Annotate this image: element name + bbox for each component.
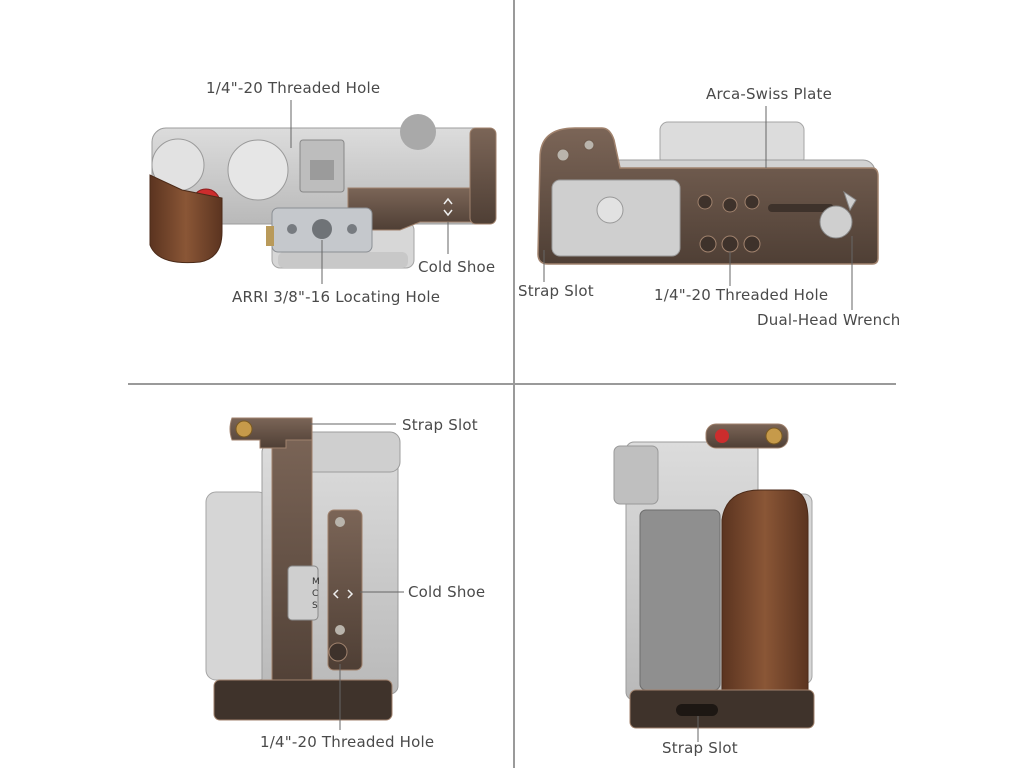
bottom-left-view: M C S <box>205 417 404 730</box>
tr-threaded-hole-label: 1/4"-20 Threaded Hole <box>654 286 829 304</box>
tr-strap-slot-label: Strap Slot <box>518 282 594 300</box>
bl-threaded-hole-label: 1/4"-20 Threaded Hole <box>260 733 435 751</box>
svg-text:M: M <box>312 577 320 587</box>
tl-threaded-hole-label: 1/4"-20 Threaded Hole <box>206 79 381 97</box>
bl-cold-shoe-label: Cold Shoe <box>408 583 486 601</box>
bl-strap-slot-label: Strap Slot <box>402 416 478 434</box>
top-right-view <box>537 106 879 310</box>
tl-arri-hole-label: ARRI 3/8"-16 Locating Hole <box>232 288 441 306</box>
svg-text:C: C <box>312 589 318 599</box>
tr-wrench-label: Dual-Head Wrench <box>757 311 901 329</box>
tr-arca-plate-label: Arca-Swiss Plate <box>706 85 833 103</box>
svg-text:S: S <box>312 601 318 611</box>
horizontal-divider <box>128 383 896 385</box>
tl-cold-shoe-label: Cold Shoe <box>418 258 496 276</box>
top-left-view <box>149 100 497 284</box>
bottom-right-view <box>613 423 815 742</box>
br-strap-slot-label: Strap Slot <box>662 739 738 757</box>
